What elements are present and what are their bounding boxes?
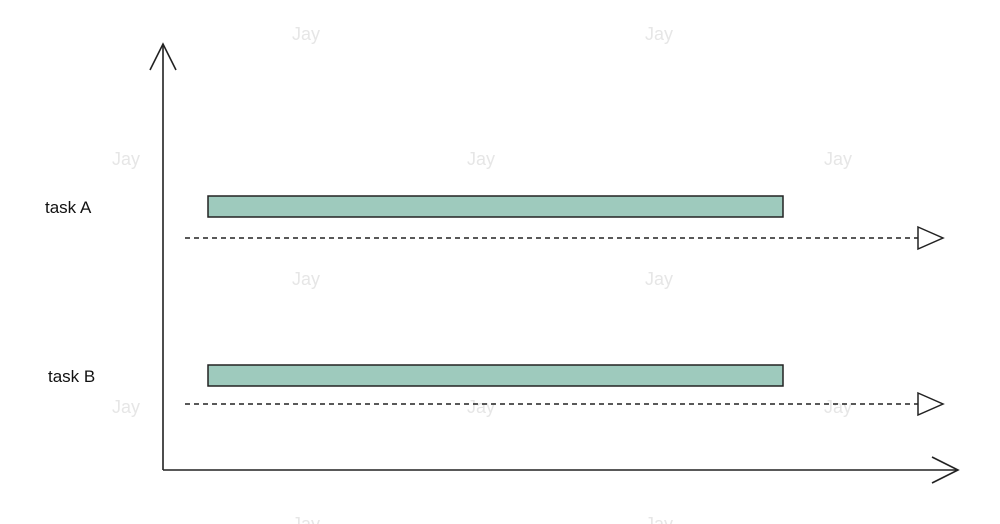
watermark-text: Jay — [292, 24, 320, 44]
task-b-label: task B — [48, 367, 96, 386]
x-axis — [163, 456, 960, 484]
task-a-bar — [207, 195, 784, 218]
y-axis — [149, 42, 177, 470]
task-a-arrowhead — [917, 225, 945, 251]
watermark-text: Jay — [292, 514, 320, 524]
y-axis-arrowhead — [149, 42, 177, 71]
watermark-text: Jay — [645, 269, 673, 289]
watermark-text: Jay — [112, 149, 140, 169]
watermarks: Jay Jay Jay Jay Jay Jay Jay Jay Jay Jay … — [112, 24, 852, 524]
watermark-text: Jay — [112, 397, 140, 417]
watermark-text: Jay — [645, 24, 673, 44]
watermark-text: Jay — [292, 269, 320, 289]
task-b-bar — [207, 364, 784, 387]
x-axis-arrowhead — [931, 456, 960, 484]
watermark-text: Jay — [467, 149, 495, 169]
watermark-text: Jay — [824, 149, 852, 169]
watermark-text: Jay — [645, 514, 673, 524]
task-a-label: task A — [45, 198, 92, 217]
watermark-text: Jay — [824, 397, 852, 417]
task-b-arrowhead — [917, 391, 945, 417]
watermark-text: Jay — [467, 397, 495, 417]
